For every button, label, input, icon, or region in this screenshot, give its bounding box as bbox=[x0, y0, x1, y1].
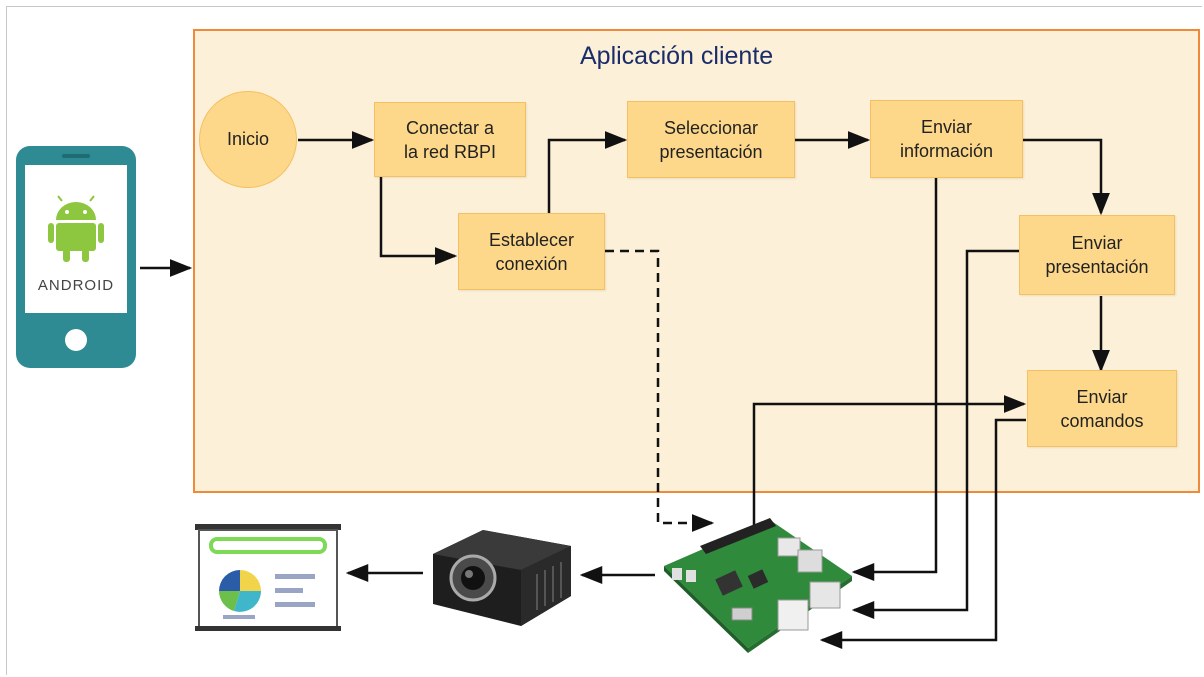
page-frame bbox=[6, 6, 1202, 675]
arrow-connect-to-establish bbox=[379, 176, 458, 265]
arrow-presentation-to-board bbox=[851, 249, 1019, 619]
arrow-establish-to-select bbox=[547, 131, 628, 213]
send-info-box: Enviar información bbox=[870, 100, 1023, 178]
arrow-board-to-commands bbox=[752, 395, 1027, 528]
establish-connection-box: Establecer conexión bbox=[458, 213, 605, 290]
start-node: Inicio bbox=[199, 91, 297, 188]
android-phone-icon: ANDROID bbox=[16, 146, 136, 368]
android-brand-text: ANDROID bbox=[38, 277, 114, 294]
projection-screen-icon bbox=[195, 524, 341, 631]
arrow-info-to-presentation bbox=[1023, 138, 1110, 216]
projector-icon bbox=[433, 530, 571, 626]
send-presentation-box: Enviar presentación bbox=[1019, 215, 1175, 295]
connect-network-box: Conectar a la red RBPI bbox=[374, 102, 526, 177]
raspberry-pi-board-icon bbox=[664, 518, 852, 653]
arrow-info-to-board bbox=[851, 177, 938, 581]
select-presentation-box: Seleccionar presentación bbox=[627, 101, 795, 178]
send-commands-box: Enviar comandos bbox=[1027, 370, 1177, 447]
arrow-commands-to-board bbox=[819, 418, 1026, 649]
dashed-arrow-establish-to-board bbox=[605, 249, 715, 532]
client-app-title: Aplicación cliente bbox=[580, 42, 774, 70]
